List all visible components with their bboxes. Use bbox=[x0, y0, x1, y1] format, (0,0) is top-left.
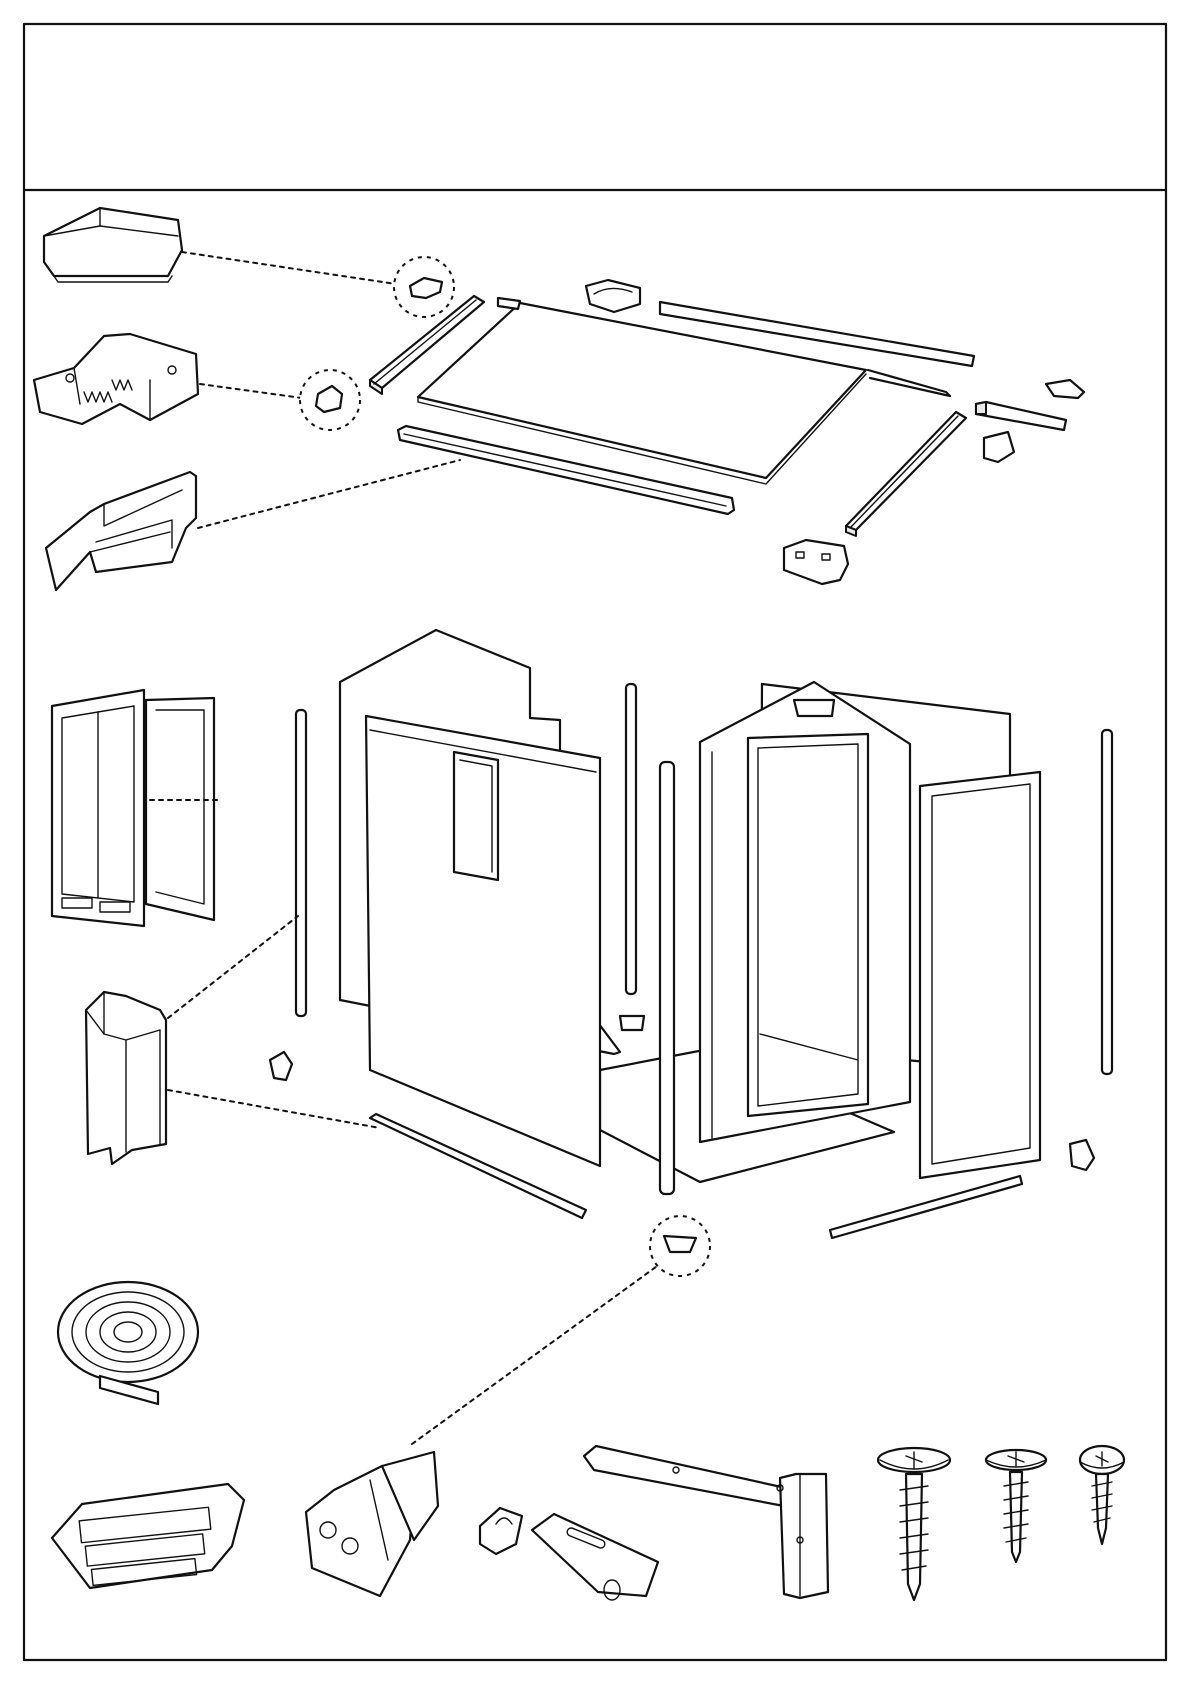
roof-profile-icon bbox=[46, 472, 196, 590]
corner-post bbox=[660, 762, 674, 1194]
left-side-wall bbox=[366, 716, 600, 1166]
leader-line bbox=[198, 460, 460, 528]
screw-medium-icon bbox=[986, 1450, 1046, 1562]
leader-line bbox=[200, 384, 302, 398]
roof-corner-piece bbox=[586, 280, 640, 312]
gable-vent-mount bbox=[794, 700, 834, 716]
wall-bracket-small bbox=[270, 1052, 292, 1080]
screw-small-icon bbox=[1080, 1446, 1124, 1544]
wall-bracket-small bbox=[620, 1016, 644, 1030]
roof-end-cap-icon bbox=[44, 208, 182, 282]
seal-tape-roll-icon bbox=[58, 1282, 198, 1404]
gable-vent-icon bbox=[52, 1484, 244, 1588]
corner-post bbox=[626, 684, 636, 994]
front-wall-door bbox=[700, 682, 910, 1142]
roof-end-cap bbox=[784, 540, 848, 584]
side-connector-bar bbox=[976, 402, 1066, 430]
small-clip-top bbox=[1046, 380, 1084, 398]
small-clip-bottom bbox=[984, 432, 1014, 462]
leader-line bbox=[182, 252, 396, 284]
door-panel bbox=[920, 772, 1040, 1178]
corner-profile-icon bbox=[86, 992, 166, 1164]
corner-connector-icon bbox=[34, 334, 198, 424]
leader-line bbox=[412, 1264, 660, 1444]
roof-assembly bbox=[370, 280, 1084, 584]
floor-bracket-icon bbox=[306, 1452, 438, 1596]
screw-large-icon bbox=[878, 1448, 950, 1600]
door-opening-frame bbox=[748, 734, 868, 1116]
corner-post bbox=[1102, 730, 1112, 1074]
hasp-latch-icon bbox=[480, 1508, 658, 1600]
leader-line bbox=[168, 1090, 380, 1128]
roof-rail-right bbox=[846, 412, 966, 530]
wall-bracket-small bbox=[1070, 1140, 1094, 1170]
corner-post bbox=[296, 710, 306, 1016]
window-frame-icon bbox=[52, 690, 214, 926]
leader-line bbox=[168, 916, 298, 1018]
base-rail-right bbox=[830, 1176, 1022, 1238]
